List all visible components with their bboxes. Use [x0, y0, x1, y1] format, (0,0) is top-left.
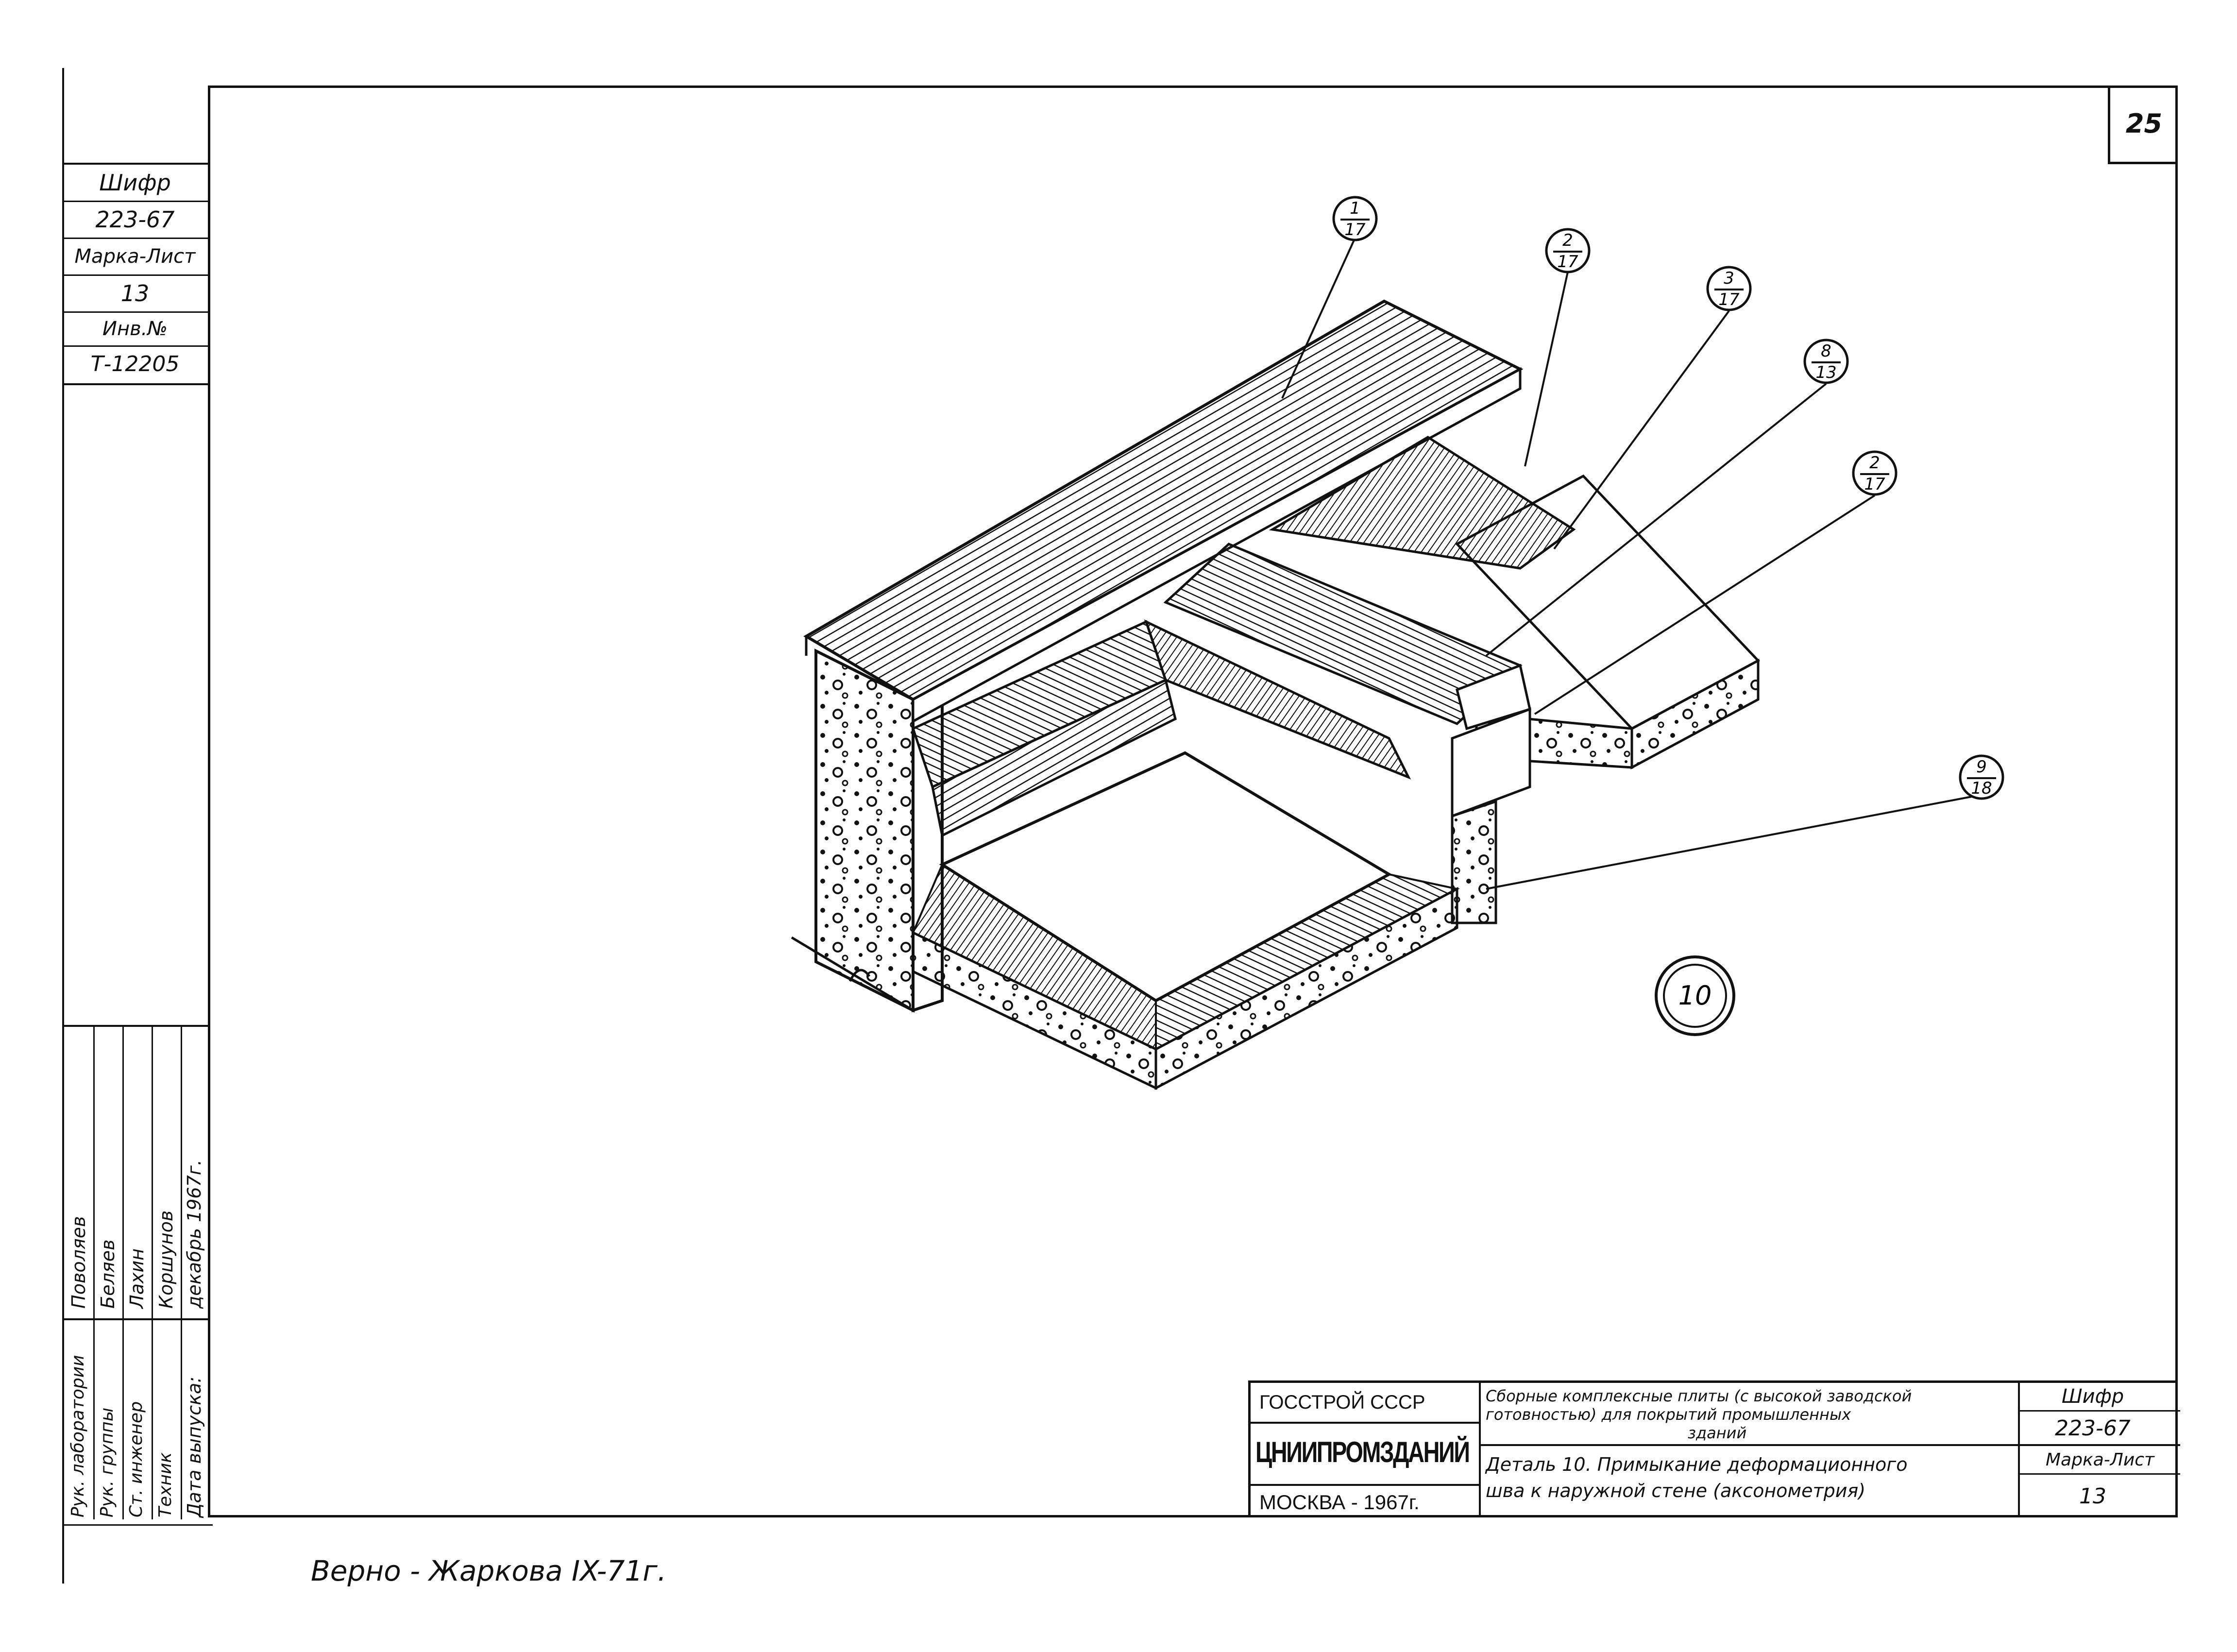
side-stamp-label-cipher: Шифр — [62, 165, 208, 202]
callout-2-den: 17 — [1557, 252, 1578, 272]
detail-title-line-2: шва к наружной стене (аксонометрия) — [1486, 1480, 1866, 1501]
project-title-line-3: зданий — [1688, 1424, 1747, 1442]
callout-3-num: 3 — [1724, 269, 1734, 288]
callout-5-den: 17 — [1864, 475, 1885, 494]
tb-sheet-value: 13 — [2079, 1483, 2106, 1509]
callout-2-17-a: 2 17 — [1545, 228, 1591, 273]
role-release-date: Дата выпуска: — [184, 1376, 205, 1517]
signatures-block: Рук. лаборатории Рук. группы Ст. инженер… — [64, 1025, 208, 1519]
exterior-wall — [791, 648, 944, 1013]
callout-3-17: 3 17 — [1706, 266, 1752, 311]
detail-mark-number: 10 — [1678, 980, 1712, 1011]
callout-6-den: 18 — [1971, 779, 1992, 798]
project-title-line-2: готовностью) для покрытий промышленных — [1486, 1405, 1851, 1424]
tb-code-label: Шифр — [2061, 1385, 2124, 1408]
callout-8-13: 8 13 — [1803, 339, 1849, 384]
side-stamp-label-inventory: Инв.№ — [62, 312, 208, 347]
callout-4-den: 13 — [1815, 363, 1836, 382]
role-lab-head: Рук. лаборатории — [68, 1355, 88, 1518]
drawing-frame — [208, 85, 2178, 1517]
expansion-joint-cover — [1163, 436, 1576, 924]
sheet-number: 25 — [2125, 108, 2163, 139]
verification-note: Верно - Жаркова IX-71г. — [311, 1554, 667, 1587]
callout-4-num: 8 — [1821, 341, 1831, 361]
floor-slab — [912, 751, 1460, 1090]
project-title-line-1: Сборные комплексные плиты (с высокой зав… — [1486, 1387, 1912, 1405]
binding-margin-bottom-line — [62, 1524, 213, 1526]
callout-1-num: 1 — [1350, 199, 1360, 218]
callout-9-18: 9 18 — [1959, 754, 2004, 800]
side-stamp-value-mark-sheet: 13 — [62, 275, 208, 313]
side-stamp-value-inventory: Т-12205 — [90, 351, 180, 376]
side-stamp: Шифр 223-67 Марка-Лист 13 Инв.№ Т-12205 — [62, 163, 208, 385]
org-cniipromzdaniy: ЦНИИПРОМЗДАНИЙ — [1255, 1436, 1470, 1468]
insulation-layers — [911, 619, 1411, 837]
leader-lines — [1281, 238, 1972, 890]
callout-2-17-b: 2 17 — [1852, 450, 1898, 496]
detail-mark: 10 — [1655, 955, 1735, 1036]
org-gosstroy: ГОССТРОЙ СССР — [1259, 1392, 1425, 1413]
role-technician: Техник — [155, 1452, 175, 1517]
axonometric-detail-drawing: 1 17 2 17 3 17 8 13 2 17 9 18 10 — [791, 196, 2004, 1090]
org-moscow-year: МОСКВА - 1967г. — [1259, 1491, 1420, 1514]
sheet-number-box: 25 — [2108, 85, 2178, 164]
parapet-coping — [803, 299, 1524, 724]
name-povolyaev: Поволяев — [68, 1216, 89, 1309]
name-lakhin: Лахин — [126, 1248, 148, 1309]
callout-5-num: 2 — [1869, 453, 1880, 473]
binding-margin-line — [62, 68, 64, 1584]
name-korshunov: Коршунов — [155, 1210, 177, 1309]
callout-3-den: 17 — [1718, 290, 1740, 309]
role-group-head: Рук. группы — [97, 1407, 117, 1517]
tb-sheet-label: Марка-Лист — [2046, 1449, 2154, 1470]
side-stamp-value-cipher: 223-67 — [62, 202, 208, 239]
callout-1-den: 17 — [1344, 220, 1366, 239]
role-senior-engineer: Ст. инженер — [126, 1401, 146, 1517]
callout-1-17: 1 17 — [1332, 196, 1378, 241]
tb-code-value: 223-67 — [2055, 1415, 2131, 1441]
detail-title-line-1: Деталь 10. Примыкание деформационного — [1486, 1454, 1908, 1475]
side-stamp-label-mark-sheet: Марка-Лист — [62, 238, 208, 276]
release-date-value: декабрь 1967г. — [184, 1159, 205, 1309]
title-block: ГОССТРОЙ СССР ЦНИИПРОМЗДАНИЙ МОСКВА - 19… — [1248, 1380, 2180, 1517]
callout-2-num: 2 — [1562, 231, 1573, 250]
callout-6-num: 9 — [1976, 757, 1987, 777]
name-belyaev: Беляев — [97, 1239, 119, 1309]
